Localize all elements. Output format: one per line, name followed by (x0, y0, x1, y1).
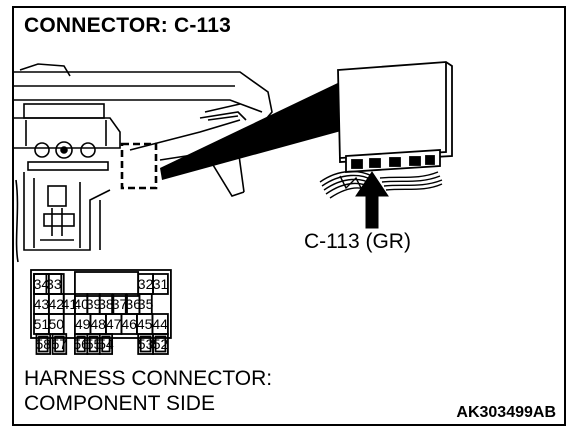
pin-number: 47 (106, 316, 122, 332)
pin-cell (51, 333, 68, 355)
pin-number: 43 (34, 296, 50, 312)
pin-cell (152, 333, 169, 355)
pin-number: 54 (98, 336, 114, 352)
pin-number: 41 (62, 296, 78, 312)
pin-cell-inner (38, 335, 49, 353)
pin-cell (35, 333, 52, 355)
pin-number: 32 (138, 276, 154, 292)
pin-number: 56 (73, 336, 89, 352)
pin-cell-inner (54, 335, 65, 353)
pin-number: 51 (34, 316, 50, 332)
pin-cell-key (74, 271, 140, 297)
pin-number: 58 (36, 336, 52, 352)
pin-cell-inner (101, 335, 111, 353)
pin-number: 34 (34, 276, 50, 292)
pin-number: 39 (86, 296, 102, 312)
caption-line-1: HARNESS CONNECTOR: (24, 367, 273, 390)
dashboard-illustration (14, 63, 273, 263)
pin-number: 55 (86, 336, 102, 352)
pin-number: 46 (121, 316, 137, 332)
pin-number: 53 (138, 336, 154, 352)
pin-cell-inner (88, 335, 99, 353)
pin-cell-inner (139, 335, 152, 353)
pin-number: 36 (125, 296, 141, 312)
pin-cell-inner (76, 335, 86, 353)
pin-number: 38 (98, 296, 114, 312)
pin-number: 42 (49, 296, 65, 312)
pin-number: 35 (138, 296, 154, 312)
pin-number: 44 (152, 316, 168, 332)
pin-number: 52 (153, 336, 169, 352)
figure-code: AK303499AB (456, 404, 556, 421)
pin-number: 57 (52, 336, 68, 352)
pin-number: 48 (90, 316, 106, 332)
location-marker-box (120, 142, 158, 190)
pin-cell-inner (154, 335, 167, 353)
caption-line-2: COMPONENT SIDE (24, 392, 215, 415)
connector-title: CONNECTOR: C-113 (24, 14, 232, 37)
pin-number: 40 (73, 296, 89, 312)
pin-grid-outline (30, 269, 172, 339)
pin-number: 49 (75, 316, 91, 332)
pin-number: 31 (153, 276, 169, 292)
callout-label: C-113 (GR) (304, 230, 411, 253)
pin-number: 45 (137, 316, 153, 332)
diagram-border (12, 6, 566, 426)
pin-number: 50 (49, 316, 65, 332)
leader-wedge (160, 80, 352, 180)
pin-cell (98, 333, 114, 355)
pin-cell (152, 273, 169, 295)
component-module (337, 61, 453, 173)
pin-number: 37 (112, 296, 128, 312)
callout-arrow (355, 171, 389, 229)
pin-number: 33 (46, 276, 62, 292)
